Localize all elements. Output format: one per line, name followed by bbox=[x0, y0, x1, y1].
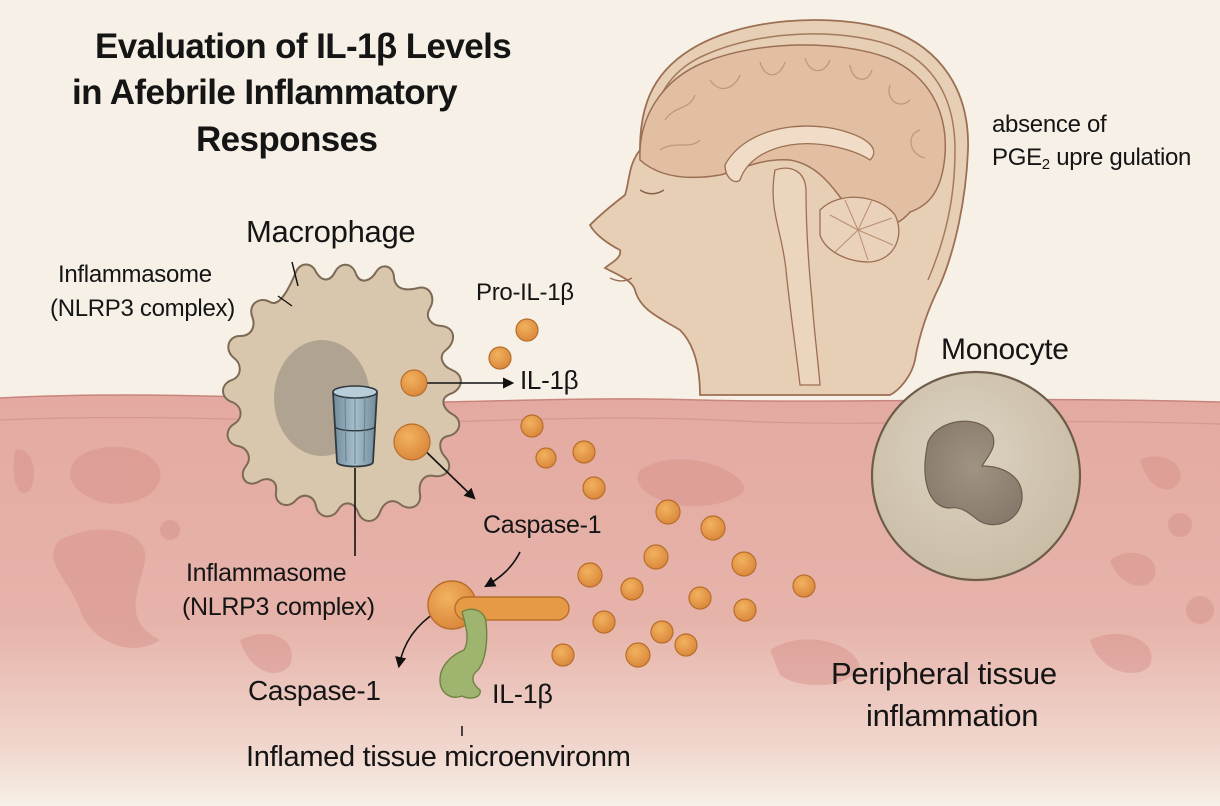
label-caspase-mid: Caspase-1 bbox=[483, 511, 602, 539]
monocyte-cell bbox=[870, 370, 1082, 582]
label-inflammasome-top-1: Inflammasome bbox=[58, 261, 212, 288]
lips bbox=[609, 277, 633, 282]
monocyte-nucleus bbox=[924, 420, 1023, 526]
il1b-particle bbox=[792, 574, 816, 598]
label-microenvironment: Inflamed tissue microenvironm bbox=[246, 741, 631, 773]
inflammasome-cylinder-icon bbox=[332, 385, 378, 468]
title-line-3: Responses bbox=[196, 120, 378, 159]
il1b-particle bbox=[592, 610, 616, 634]
il1b-particle bbox=[551, 643, 575, 667]
il1b-particle bbox=[733, 598, 757, 622]
brain-note-line-1: absence of bbox=[992, 111, 1107, 138]
pge-prefix: PGE bbox=[992, 144, 1042, 171]
il1b-particle bbox=[582, 476, 606, 500]
label-peripheral-2: inflammation bbox=[866, 698, 1039, 733]
il1b-particle bbox=[625, 642, 651, 668]
label-il1b-release: IL-1β bbox=[520, 365, 579, 395]
cerebellum-folia bbox=[829, 199, 894, 261]
brain-gyri bbox=[659, 57, 926, 159]
macrophage-leader-line bbox=[291, 261, 299, 287]
il1b-particle bbox=[535, 447, 557, 469]
il1b-particle bbox=[400, 369, 428, 397]
pge-suffix: upre gulation bbox=[1049, 144, 1192, 171]
title-line-2: in Afebrile Inflammatory bbox=[72, 73, 458, 112]
label-peripheral-1: Peripheral tissue bbox=[831, 656, 1057, 691]
label-monocyte: Monocyte bbox=[941, 333, 1069, 366]
label-pro-il1b: Pro-IL-1β bbox=[476, 279, 574, 306]
pge-subscript: 2 bbox=[1041, 156, 1050, 173]
il1b-green-fragment bbox=[439, 608, 488, 699]
il1b-particle bbox=[643, 544, 669, 570]
il1b-particle bbox=[650, 620, 674, 644]
il1b-particle bbox=[393, 423, 431, 461]
label-il1b-bottom: IL-1β bbox=[492, 679, 553, 709]
brainstem bbox=[772, 167, 821, 386]
il1b-particle bbox=[515, 318, 539, 342]
il1b-particle bbox=[700, 515, 726, 541]
il1b-particle bbox=[731, 551, 757, 577]
il1b-particle bbox=[488, 346, 512, 370]
il1b-particles bbox=[393, 318, 816, 668]
il1b-particle bbox=[655, 499, 681, 525]
caspase-to-complex-arrow bbox=[484, 551, 521, 588]
head-brain-illustration bbox=[588, 19, 969, 396]
il1b-particle bbox=[688, 586, 712, 610]
il1b-particle bbox=[620, 577, 644, 601]
caspase-complex bbox=[427, 580, 570, 699]
label-inflammasome-bottom-2: (NLRP3 complex) bbox=[182, 593, 375, 621]
label-inflammasome-bottom-1: Inflammasome bbox=[186, 559, 347, 587]
corpus-callosum bbox=[724, 125, 875, 183]
il1b-particle bbox=[520, 414, 544, 438]
closed-eye bbox=[639, 189, 665, 195]
label-caspase-bottom: Caspase-1 bbox=[248, 675, 381, 706]
il1b-particle bbox=[577, 562, 603, 588]
il1b-particle bbox=[674, 633, 698, 657]
label-macrophage: Macrophage bbox=[246, 214, 416, 249]
label-inflammasome-top-2: (NLRP3 complex) bbox=[50, 295, 235, 322]
inflammasome-top-leader bbox=[277, 295, 293, 307]
skull-outline bbox=[647, 33, 956, 281]
il1b-particle bbox=[572, 440, 596, 464]
brain-note-line-2: PGE2 upre gulation bbox=[992, 145, 1191, 173]
title-line-1: Evaluation of IL-1β Levels bbox=[95, 27, 512, 66]
